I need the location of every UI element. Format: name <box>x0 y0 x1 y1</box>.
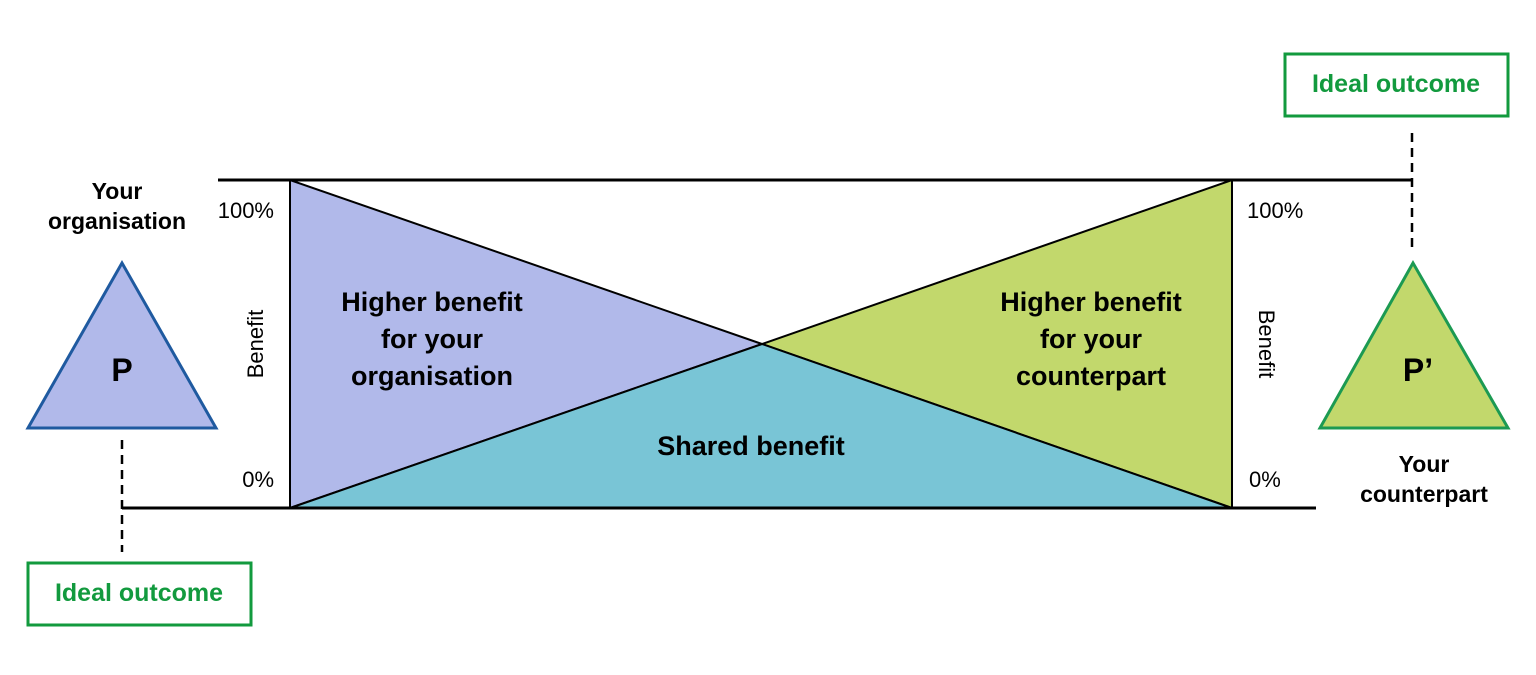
org-region-line2: for your <box>381 324 483 354</box>
left-party-label-line1: Your <box>92 178 143 204</box>
left-ideal-outcome-label: Ideal outcome <box>55 579 223 607</box>
left-axis-bottom: 0% <box>242 467 274 492</box>
right-axis-title: Benefit <box>1254 310 1279 379</box>
left-party-triangle-icon <box>25 259 219 430</box>
left-ideal-outcome-box <box>26 561 253 627</box>
right-ideal-outcome-box <box>1283 52 1510 118</box>
left-party-label-line2: organisation <box>48 208 186 234</box>
left-axis-title: Benefit <box>243 310 268 379</box>
right-ideal-outcome-label: Ideal outcome <box>1312 70 1480 98</box>
left-party-symbol: P <box>111 352 132 388</box>
cp-region-line3: counterpart <box>1016 361 1166 391</box>
cp-region-line2: for your <box>1040 324 1142 354</box>
right-party-label-line2: counterpart <box>1360 481 1488 507</box>
shared-region-label: Shared benefit <box>657 431 845 461</box>
left-axis-top: 100% <box>218 198 274 223</box>
right-party-triangle-icon <box>1317 259 1511 430</box>
right-party-symbol: P’ <box>1403 352 1433 388</box>
right-party-label-line1: Your <box>1399 451 1450 477</box>
org-region-line3: organisation <box>351 361 513 391</box>
right-axis-bottom: 0% <box>1249 467 1281 492</box>
cp-region-line1: Higher benefit <box>1000 287 1182 317</box>
org-region-line1: Higher benefit <box>341 287 523 317</box>
right-axis-top: 100% <box>1247 198 1303 223</box>
